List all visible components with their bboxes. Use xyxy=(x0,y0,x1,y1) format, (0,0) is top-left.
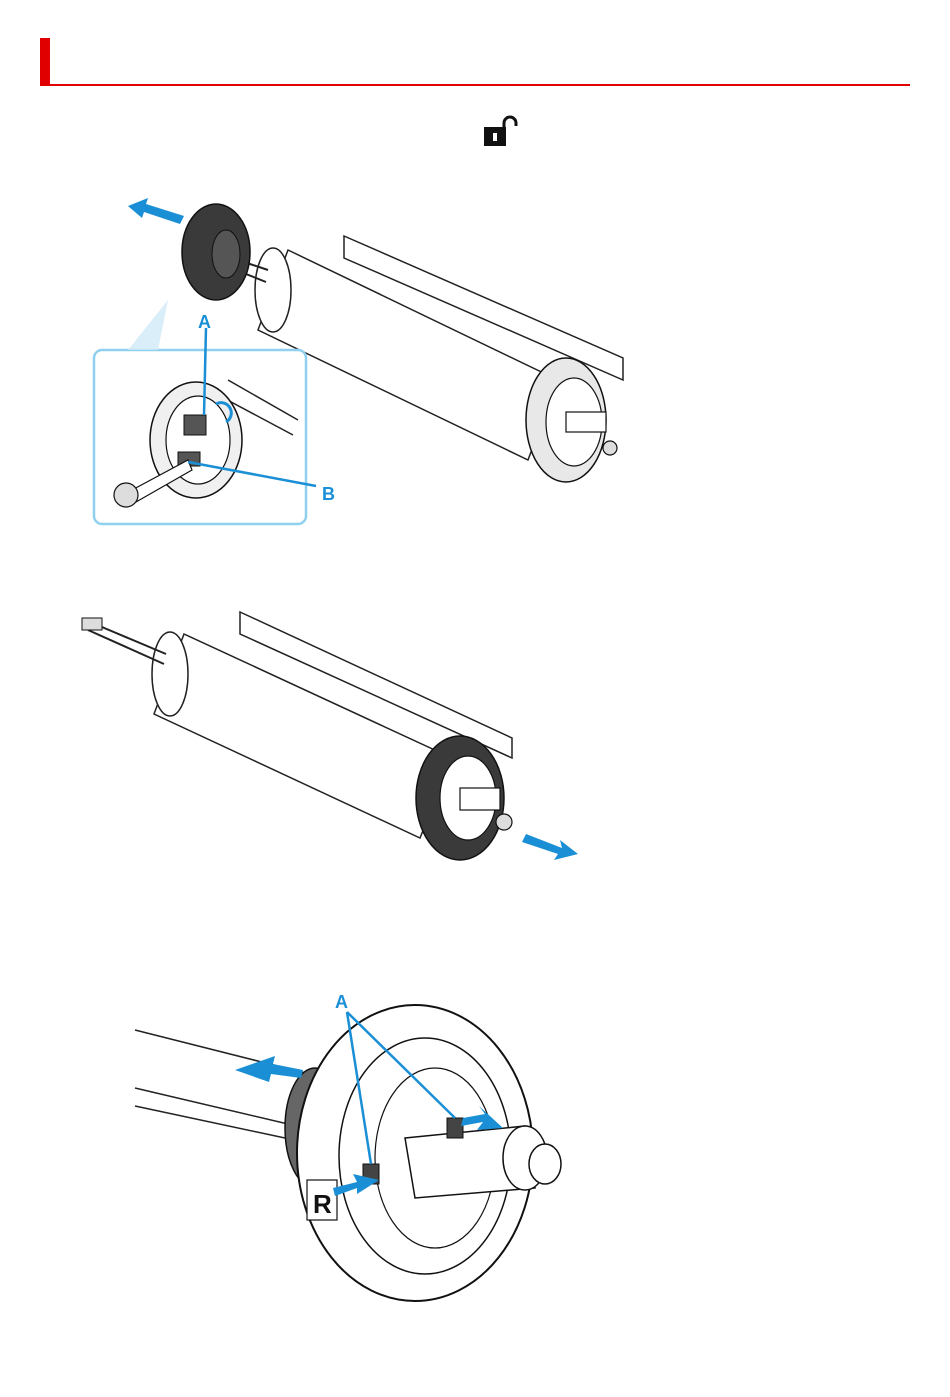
header-rule xyxy=(40,84,910,86)
side-mark-r: R xyxy=(313,1189,332,1219)
callout-a: A xyxy=(198,312,211,332)
header-accent-bar xyxy=(40,38,50,86)
unlock-icon xyxy=(482,114,518,148)
figure-holder-pull-out xyxy=(80,598,585,866)
callout-b: B xyxy=(322,484,335,504)
callout-a: A xyxy=(335,992,348,1012)
figure-flange-closeup: R A xyxy=(125,978,570,1310)
figure-roll-holder-removal: A B xyxy=(88,190,633,532)
